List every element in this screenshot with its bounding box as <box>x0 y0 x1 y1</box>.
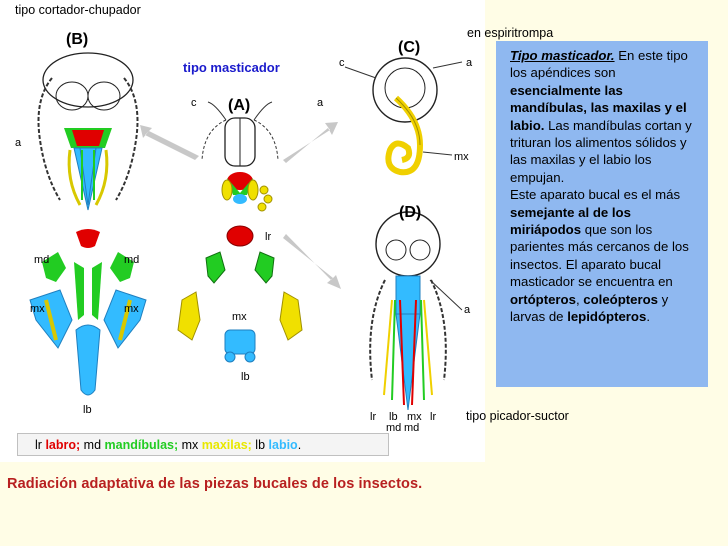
radiation-arrows <box>140 122 341 289</box>
label-espiritrompa: en espiritrompa <box>467 26 554 40</box>
label-cortador-chupador: tipo cortador-chupador <box>15 3 141 17</box>
mouthparts-diagram: (B) (A) (C) (D) a md md mx mx lb c a lr … <box>15 31 473 434</box>
b-label-mx-right: mx <box>124 303 139 315</box>
b-label-md-right: md <box>124 254 139 266</box>
color-legend: lr labro; md mandíbulas; mx maxilas; lb … <box>17 433 389 456</box>
type-c-head <box>344 57 463 176</box>
type-d-head <box>369 211 463 411</box>
d-label-lb: lb <box>389 411 398 423</box>
d-label-mx: mx <box>407 411 422 423</box>
c-label-c: c <box>339 57 345 69</box>
info-bold-5: lepidópteros <box>567 309 647 325</box>
type-a-head <box>177 101 303 363</box>
panel-label-a: (A) <box>228 97 250 114</box>
panel-label-c: (C) <box>398 39 420 56</box>
info-lead: Tipo masticador. <box>510 48 615 63</box>
info-bold-1: esencialmente las mandíbulas, las maxila… <box>510 82 687 133</box>
info-text-3: Este aparato bucal es el más <box>510 187 681 203</box>
c-label-a: a <box>466 57 473 69</box>
info-text-2: Las mandíbulas cortan y trituran los ali… <box>510 117 692 185</box>
label-picador-suctor: tipo picador-suctor <box>466 409 569 423</box>
info-bold-4: coleópteros <box>583 291 659 307</box>
d-label-md-left: md <box>386 422 401 434</box>
label-masticador: tipo masticador <box>183 60 280 75</box>
a-label-c: c <box>191 97 197 109</box>
legend-md-abbr: md <box>83 438 102 452</box>
info-box: Tipo masticador. En este tipo los apéndi… <box>496 41 708 387</box>
d-label-lr-right: lr <box>430 411 436 423</box>
legend-lr-name: labro; <box>45 438 81 452</box>
a-label-mx: mx <box>232 311 247 323</box>
info-text-1: En este tipo los apéndices son <box>510 48 688 81</box>
info-bold-3: ortópteros <box>510 291 576 307</box>
legend-lb-abbr: lb <box>255 438 266 452</box>
a-label-lr: lr <box>265 231 271 243</box>
b-label-md-left: md <box>34 254 49 266</box>
info-text-6: y larvas de <box>510 291 669 325</box>
type-b-head <box>29 52 147 396</box>
b-label-lb: lb <box>83 404 92 416</box>
panel-label-b: (B) <box>66 31 88 48</box>
slide-caption: Radiación adaptativa de las piezas bucal… <box>7 476 423 492</box>
info-text-7: . <box>646 309 650 325</box>
panel-label-d: (D) <box>399 204 421 221</box>
b-label-mx-left: mx <box>30 303 45 315</box>
legend-md-name: mandíbulas; <box>104 438 179 452</box>
d-label-md-right: md <box>404 422 419 434</box>
a-label-a: a <box>317 97 324 109</box>
d-label-a: a <box>464 304 471 316</box>
info-text-5: , <box>575 291 584 307</box>
legend-lb-name: labio <box>268 438 298 452</box>
d-label-lr-left: lr <box>370 411 376 423</box>
c-label-mx: mx <box>454 151 469 163</box>
legend-mx-abbr: mx <box>181 438 199 452</box>
b-label-a: a <box>15 137 22 149</box>
info-bold-2: semejante al de los miriápodos <box>510 204 631 238</box>
a-label-lb: lb <box>241 371 250 383</box>
legend-end: . <box>297 438 302 452</box>
diagram-figure: (B) (A) (C) (D) a md md mx mx lb c a lr … <box>0 0 485 462</box>
legend-lr-abbr: lr <box>35 438 42 452</box>
legend-mx-name: maxilas; <box>201 438 252 452</box>
info-text-4: que son los parientes más cercanos de lo… <box>510 222 689 290</box>
